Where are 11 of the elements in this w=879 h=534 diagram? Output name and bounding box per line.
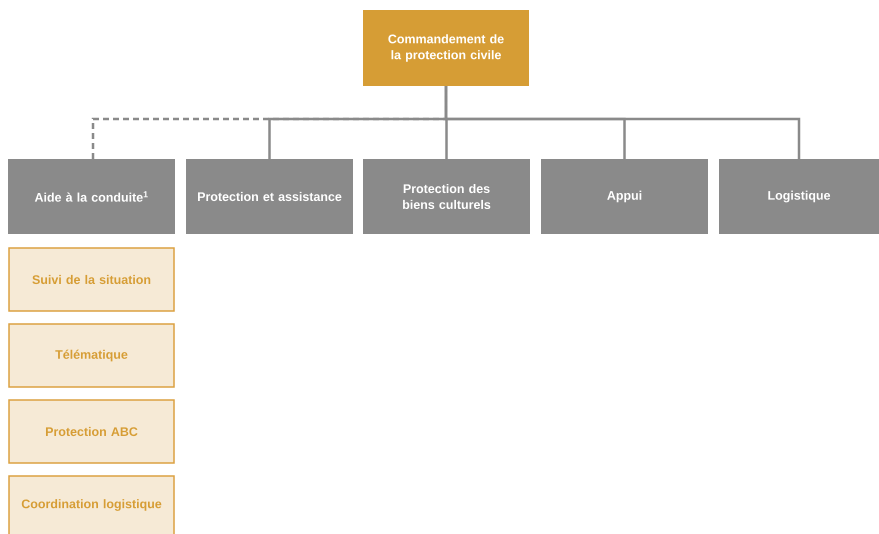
unit-box: Aide à la conduite$^{1}$	[8, 159, 175, 234]
section-box: Protection ABC	[8, 399, 175, 464]
section-box: Suivi de la situation	[8, 247, 175, 312]
command-box: Commandement de la protection civile	[363, 10, 529, 86]
unit-box: Appui	[541, 159, 708, 234]
unit-box: Logistique	[719, 159, 879, 234]
section-box: Télématique	[8, 323, 175, 388]
section-box: Coordination logistique	[8, 475, 175, 534]
connector	[444, 86, 800, 159]
unit-box: Protection et assistance	[186, 159, 353, 234]
unit-box: Protection des biens culturels	[363, 159, 530, 234]
